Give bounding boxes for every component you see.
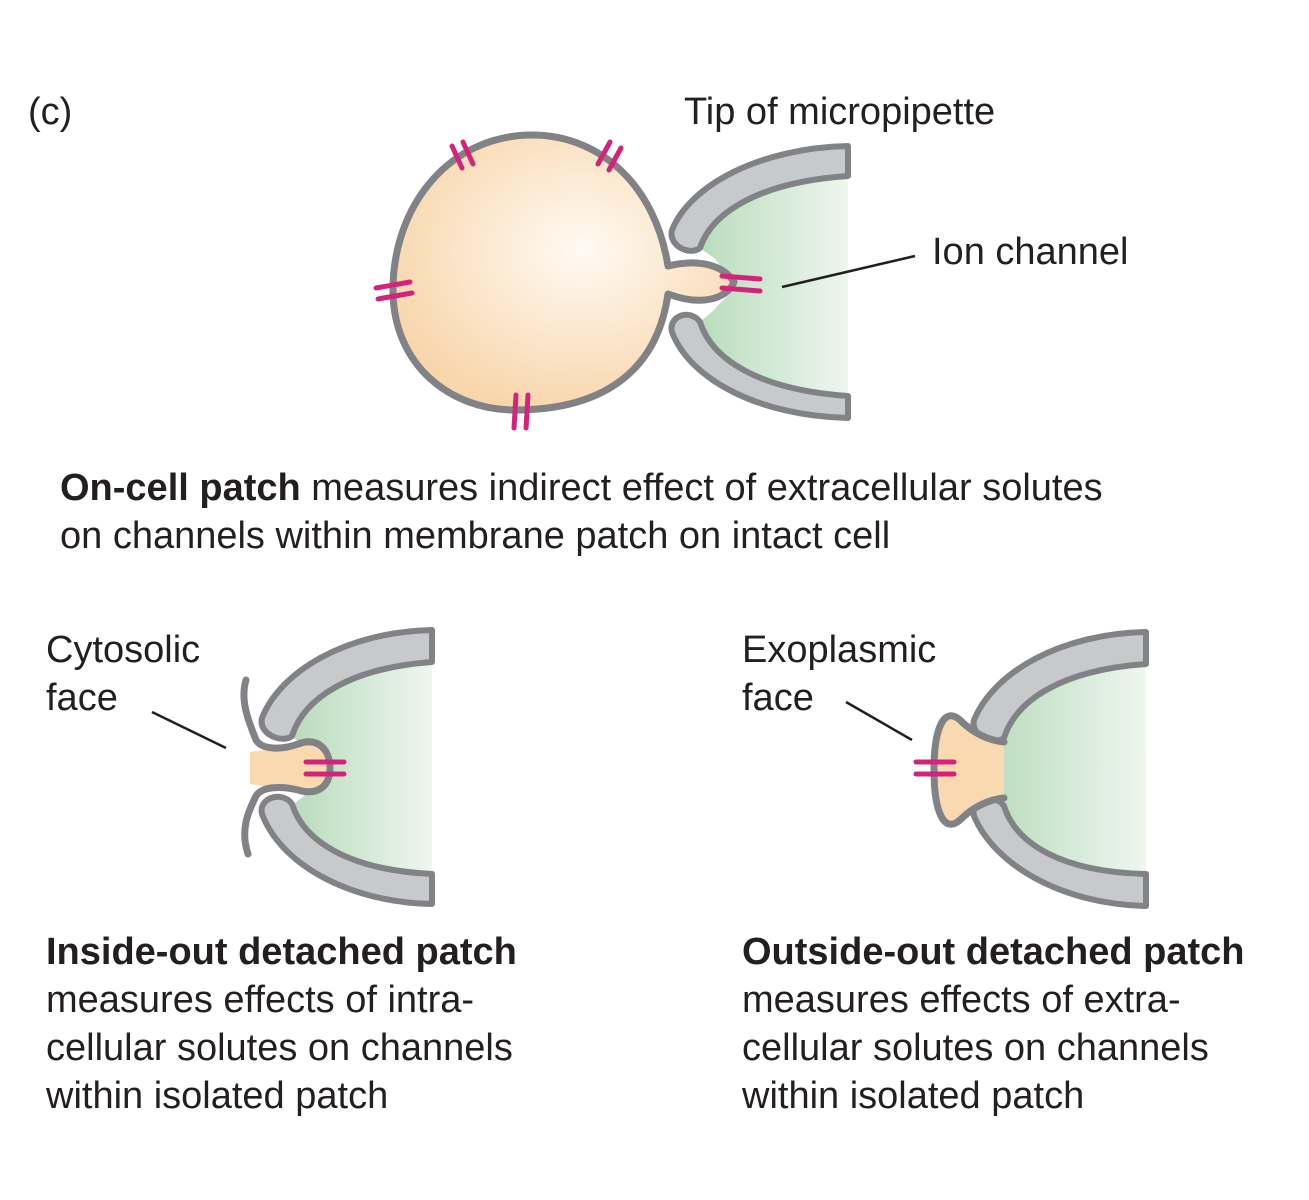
inside-out-caption: Inside-out detached patch measures effec… [46,928,517,1120]
cytosolic-face-label: Cytosolic face [46,626,200,722]
ion-channel-icon [373,279,415,302]
ion-channel-label: Ion channel [932,231,1129,273]
on-cell-diagram [373,131,916,431]
outside-out-caption-line3: within isolated patch [742,1075,1085,1117]
exoplasmic-face-label-line1: Exoplasmic [742,629,937,671]
outside-out-caption-line1: measures effects of extra- [742,979,1181,1021]
ion-channel-icon [595,139,624,173]
cytosolic-face-label-line1: Cytosolic [46,629,201,671]
on-cell-caption-text: measures indirect effect of extracellula… [300,467,1103,509]
inside-out-caption-line2: cellular solutes on channels [46,1027,513,1069]
outside-out-caption-bold: Outside-out detached patch [742,931,1245,973]
exoplasmic-face-label-line2: face [742,677,814,719]
on-cell-pipette-wall-lower [668,311,851,421]
inside-out-membrane-patch [250,743,330,793]
inside-out-membrane [240,676,334,858]
outside-out-caption: Outside-out detached patch measures effe… [742,928,1244,1120]
inside-out-diagram [151,627,435,907]
outside-out-membrane-patch [934,719,1004,822]
on-cell-caption: On-cell patch measures indirect effect o… [60,464,1103,560]
on-cell-caption-line1: On-cell patch measures indirect effect o… [60,464,1103,512]
outside-out-caption-title: Outside-out detached patch [742,928,1244,976]
ion-channel-icon [913,759,957,777]
inside-out-caption-line1: measures effects of intra- [46,979,475,1021]
ion-channel-icon [303,759,347,777]
on-cell-pipette-wall-upper [668,143,851,254]
on-cell-caption-title: On-cell patch [60,467,301,509]
inside-out-caption-title: Inside-out detached patch [46,928,517,976]
on-cell-caption-line2: on channels within membrane patch on int… [60,515,891,557]
panel-label: (c) [28,91,73,133]
inside-out-caption-line3: within isolated patch [46,1075,389,1117]
ion-channel-icon [449,139,476,171]
inside-out-caption-bold: Inside-out detached patch [46,931,517,973]
inside-out-pipette-wall-upper [258,627,435,742]
inside-out-pipette-solution [294,662,432,874]
inside-out-pipette-wall-lower [258,793,435,907]
ion-channel-leader-line [781,254,916,289]
cytosolic-face-leader-line [151,710,227,750]
outside-out-caption-line2: cellular solutes on channels [742,1027,1209,1069]
outside-out-pipette-solution [987,664,1146,874]
on-cell-cell [389,131,738,414]
cytosolic-face-label-line2: face [46,677,118,719]
exoplasmic-face-leader-line [845,700,913,742]
ion-channel-icon [511,392,531,431]
ion-channel-icon [719,273,763,294]
outside-out-diagram [845,629,1149,909]
on-cell-pipette-solution [700,176,848,396]
outside-out-membrane [930,712,1008,828]
pipette-tip-label: Tip of micropipette [684,91,996,133]
exoplasmic-face-label: Exoplasmic face [742,626,936,722]
